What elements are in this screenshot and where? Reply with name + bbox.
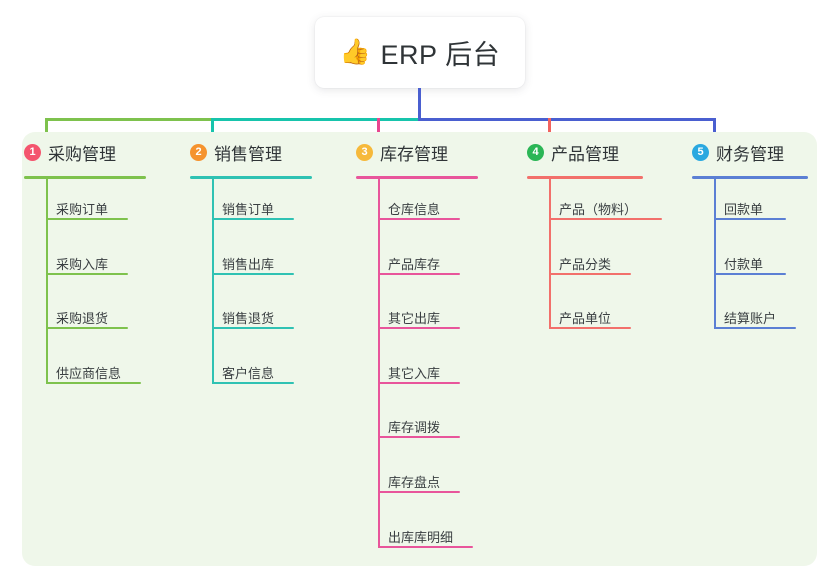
branch-title: 产品管理 [551,145,619,164]
branch-title: 采购管理 [48,145,116,164]
leaf-label[interactable]: 仓库信息 [388,202,441,217]
leaf-rule [46,272,128,275]
leaf-rule [378,272,460,275]
leaf-label[interactable]: 其它入库 [388,365,441,381]
leaf-rule [714,272,786,275]
leaf-rule [378,218,460,220]
leaf-label[interactable]: 产品单位 [559,311,612,327]
leaf-rule [212,381,294,384]
leaf-rule [549,327,631,330]
leaf-label[interactable]: 回款单 [724,202,764,217]
leaf-rule [549,218,662,220]
leaf-label[interactable]: 结算账户 [724,311,777,327]
branch-header-rule [356,176,478,179]
branch-header-1[interactable]: 1 采购管理 [24,140,116,165]
branch-spine [714,179,716,330]
leaf-rule [378,381,460,384]
root-title-text: ERP 后台 [380,40,501,70]
root-node-label: 👍 ERP 后台 [340,33,500,72]
leaf-label[interactable]: 销售订单 [222,202,275,217]
leaf-label[interactable]: 库存调拨 [388,420,441,436]
leaf-rule [212,272,294,275]
leaf-label[interactable]: 采购入库 [56,256,109,272]
leaf-label[interactable]: 采购退货 [56,311,109,327]
leaf-rule [714,218,786,220]
root-node[interactable]: 👍 ERP 后台 [315,17,525,88]
root-stem-connector [418,88,421,121]
leaf-rule [714,327,796,330]
branch-number-badge: 4 [527,144,544,161]
thumbs-up-icon: 👍 [339,38,372,66]
branch-title: 销售管理 [214,145,282,164]
leaf-rule [378,436,460,439]
leaf-rule [378,491,460,493]
leaf-rule [378,327,460,330]
branch-header-rule [527,176,643,179]
branch-number-badge: 1 [24,144,41,161]
branch-title: 库存管理 [380,145,448,164]
leaf-rule [46,381,141,384]
leaf-label[interactable]: 产品（物料） [559,202,638,217]
leaf-rule [549,272,631,275]
branch-title: 财务管理 [716,145,784,164]
leaf-label[interactable]: 销售出库 [222,256,275,272]
leaf-label[interactable]: 库存盘点 [388,475,441,490]
branch-spine [212,179,214,384]
leaf-label[interactable]: 产品分类 [559,256,612,272]
leaf-rule [46,327,128,330]
leaf-rule [378,545,473,548]
branch-spine [46,179,48,384]
leaf-rule [212,327,294,330]
branch-header-3[interactable]: 3 库存管理 [356,140,448,165]
branch-number-badge: 5 [692,144,709,161]
segment-teal [211,118,420,121]
leaf-label[interactable]: 付款单 [724,256,764,272]
segment-green [45,118,213,121]
branch-header-4[interactable]: 4 产品管理 [527,140,619,165]
branch-header-2[interactable]: 2 销售管理 [190,140,282,165]
branch-header-rule [692,176,808,179]
branch-header-5[interactable]: 5 财务管理 [692,140,784,165]
leaf-label[interactable]: 供应商信息 [56,365,122,381]
leaf-rule [212,218,294,220]
leaf-rule [46,218,128,220]
branch-spine [378,179,380,548]
leaf-label[interactable]: 出库库明细 [388,529,454,545]
branch-header-rule [190,176,312,179]
branch-number-badge: 3 [356,144,373,161]
segment-blue [418,118,716,121]
branch-spine [549,179,551,330]
leaf-label[interactable]: 其它出库 [388,311,441,327]
leaf-label[interactable]: 销售退货 [222,311,275,327]
branch-header-rule [24,176,146,179]
leaf-label[interactable]: 采购订单 [56,202,109,217]
leaf-label[interactable]: 客户信息 [222,365,275,381]
branch-number-badge: 2 [190,144,207,161]
leaf-label[interactable]: 产品库存 [388,256,441,272]
branches-panel [22,132,817,566]
